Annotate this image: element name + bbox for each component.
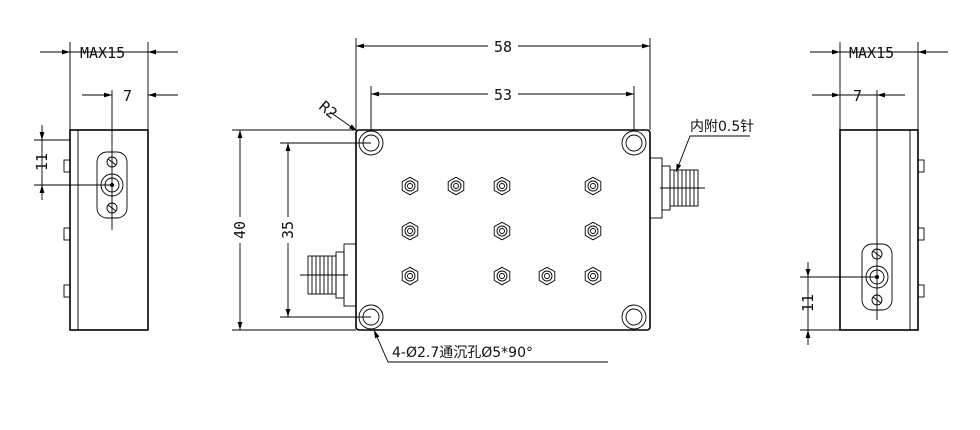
left-sma-connector: [300, 243, 357, 307]
connector-note: 内附0.5针: [690, 119, 754, 135]
mounting-hole-note: 4-Ø2.7通沉孔Ø5*90°: [392, 345, 533, 361]
tuning-screw: [538, 266, 556, 286]
tuning-screw: [584, 221, 602, 241]
left-view-screw-head: [63, 284, 71, 298]
tuning-screw: [493, 221, 511, 241]
front-view: 58 53 R2 40 35 内附0.5针 4-Ø2.7通沉孔Ø5*90°: [231, 38, 754, 363]
tuning-screw: [401, 176, 419, 196]
height-label: 40: [231, 221, 249, 239]
hole-spacing-y-label: 35: [279, 221, 297, 239]
left-view-screw-head: [63, 159, 71, 173]
right-view-screw-head: [917, 284, 925, 298]
tuning-screw: [493, 266, 511, 286]
tuning-screw: [447, 176, 465, 196]
tuning-screw: [584, 176, 602, 196]
left-side-view: MAX15 7 11: [33, 42, 178, 331]
tuning-screw-array: [401, 176, 602, 286]
left-view-screw-head: [63, 227, 71, 241]
right-view-screw-head: [917, 159, 925, 173]
right-view-screw-head: [917, 227, 925, 241]
tuning-screw: [584, 266, 602, 286]
right-side-view: MAX15 7 11: [799, 42, 948, 345]
mounting-hole: [621, 304, 647, 330]
left-width-label: MAX15: [80, 44, 125, 62]
corner-radius-label: R2: [315, 97, 340, 122]
hole-spacing-x-label: 53: [494, 86, 512, 104]
right-view-body: [839, 129, 919, 331]
length-label: 58: [494, 38, 512, 56]
left-offset-label: 7: [123, 87, 132, 105]
front-view-body: [355, 129, 651, 331]
mounting-hole: [621, 130, 647, 156]
right-width-label: MAX15: [849, 44, 894, 62]
right-sma-connector: [649, 157, 705, 219]
tuning-screw: [401, 221, 419, 241]
right-offset-label: 7: [853, 87, 862, 105]
tuning-screw: [493, 176, 511, 196]
left-height-label: 11: [33, 153, 51, 171]
right-height-label: 11: [799, 294, 817, 312]
tuning-screw: [401, 266, 419, 286]
